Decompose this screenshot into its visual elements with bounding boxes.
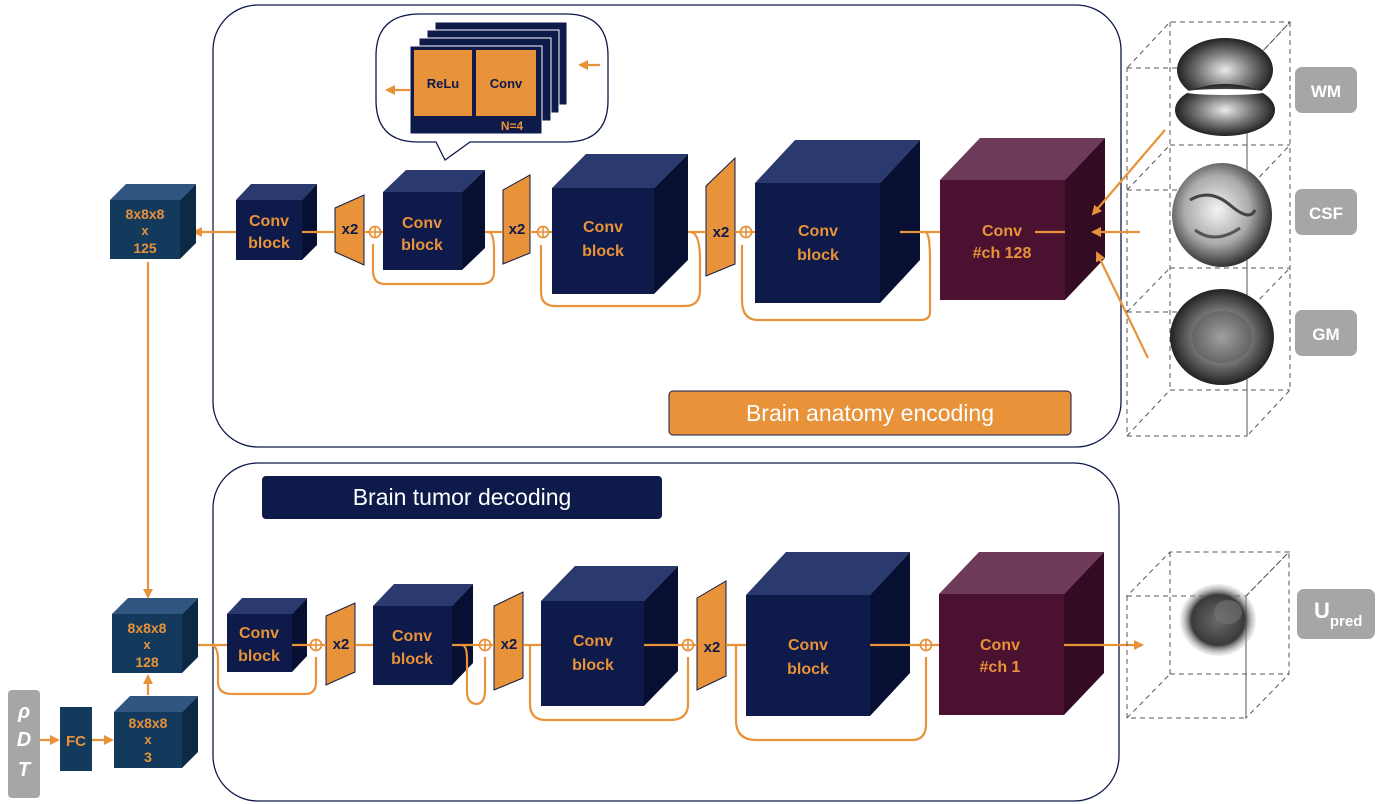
- latent-mid-l3: 128: [135, 654, 159, 670]
- dec-block-3-label: Conv: [573, 633, 613, 650]
- latent-low-l1: 8x8x8: [129, 715, 168, 731]
- latent-low-l2: x: [144, 732, 152, 747]
- enc-last-label-2: #ch 128: [973, 245, 1032, 262]
- relu-box: [414, 50, 472, 116]
- gm-label: GM: [1312, 325, 1339, 344]
- dec-block-2-label: Conv: [392, 628, 432, 645]
- enc-connections: [192, 225, 1065, 322]
- latent-cube-top: 8x8x8 x 125: [110, 184, 196, 259]
- enc-block-3-label: Conv: [583, 219, 623, 236]
- csf-label: CSF: [1309, 204, 1343, 223]
- enc-block-2-label-2: block: [401, 237, 443, 254]
- decoder-title: Brain tumor decoding: [353, 484, 572, 510]
- dec-pool-3: x2: [696, 580, 727, 691]
- latent-mid-l2: x: [143, 637, 151, 652]
- predicted-tumor-image: [1180, 584, 1256, 656]
- enc-last-label: Conv: [982, 223, 1022, 240]
- dec-last-label: Conv: [980, 637, 1020, 654]
- wm-brain-image: [1175, 38, 1275, 136]
- param-d: D: [17, 729, 31, 751]
- dec-block-4-label: Conv: [788, 637, 828, 654]
- callout-bubble: ReLu Conv N=4: [375, 13, 609, 161]
- latent-cube-low: 8x8x8 x 3: [114, 696, 198, 768]
- params-badge: ρ D T: [8, 690, 40, 798]
- wm-label: WM: [1311, 82, 1341, 101]
- n-label: N=4: [501, 119, 524, 133]
- enc-pool-2: x2: [502, 174, 531, 265]
- encoder-title: Brain anatomy encoding: [746, 400, 994, 426]
- gm-brain-image: [1170, 289, 1274, 385]
- dec-pool-1-label: x2: [333, 636, 350, 653]
- upred-badge: Upred: [1297, 589, 1375, 639]
- upred-label: Upred: [1314, 598, 1362, 630]
- latent-top-l3: 125: [133, 240, 157, 256]
- fc-label: FC: [66, 733, 86, 750]
- dec-block-4-label-2: block: [787, 661, 829, 678]
- param-rho: ρ: [17, 701, 30, 723]
- dec-last-block: Conv #ch 1: [939, 552, 1104, 715]
- latent-top-l1: 8x8x8: [126, 206, 165, 222]
- enc-block-1-label-2: block: [248, 235, 290, 252]
- enc-block-1: Conv block: [236, 184, 317, 260]
- enc-pool-1: x2: [334, 194, 365, 266]
- enc-block-4-label: Conv: [798, 223, 838, 240]
- enc-pool-3: x2: [705, 156, 736, 277]
- dec-pool-2: x2: [493, 591, 524, 691]
- enc-block-4: Conv block: [755, 140, 920, 303]
- dec-block-4: Conv block: [746, 552, 910, 716]
- enc-block-4-label-2: block: [797, 247, 839, 264]
- enc-block-2: Conv block: [383, 170, 485, 270]
- dec-pool-3-label: x2: [704, 639, 721, 656]
- enc-block-3-label-2: block: [582, 243, 624, 260]
- dec-block-2: Conv block: [373, 584, 473, 685]
- gm-badge: GM: [1295, 310, 1357, 356]
- conv-label: Conv: [490, 76, 523, 91]
- upred-sub: pred: [1330, 613, 1363, 630]
- csf-badge: CSF: [1295, 189, 1357, 235]
- dec-block-1: Conv block: [227, 598, 307, 672]
- enc-block-3: Conv block: [552, 154, 688, 294]
- dec-block-3: Conv block: [541, 566, 678, 706]
- output-volume: [1125, 550, 1291, 720]
- dec-block-3-label-2: block: [572, 657, 614, 674]
- dec-last-label-2: #ch 1: [980, 659, 1021, 676]
- enc-pool-2-label: x2: [509, 221, 526, 238]
- enc-pool-3-label: x2: [713, 224, 730, 241]
- dec-connections: [198, 638, 1144, 742]
- wm-badge: WM: [1295, 67, 1357, 113]
- decoder-title-badge: Brain tumor decoding: [262, 476, 662, 519]
- latent-top-l2: x: [141, 223, 149, 238]
- latent-low-l3: 3: [144, 749, 152, 765]
- enc-block-2-label: Conv: [402, 215, 442, 232]
- enc-block-1-label: Conv: [249, 213, 289, 230]
- dec-block-1-label: Conv: [239, 625, 279, 642]
- latent-mid-l1: 8x8x8: [128, 620, 167, 636]
- dec-pool-2-label: x2: [501, 636, 518, 653]
- csf-brain-image: [1172, 163, 1272, 267]
- latent-cube-mid: 8x8x8 x 128: [112, 598, 198, 673]
- fc-box: FC: [60, 707, 92, 771]
- dec-block-1-label-2: block: [238, 648, 280, 665]
- enc-last-block: Conv #ch 128: [940, 138, 1105, 300]
- upred-main: U: [1314, 598, 1330, 623]
- param-t: T: [18, 759, 32, 781]
- enc-pool-1-label: x2: [342, 221, 359, 238]
- encoder-title-badge: Brain anatomy encoding: [668, 390, 1072, 436]
- dec-block-2-label-2: block: [391, 651, 433, 668]
- relu-label: ReLu: [427, 76, 460, 91]
- conv-box: [476, 50, 536, 116]
- dec-pool-1: x2: [325, 602, 356, 686]
